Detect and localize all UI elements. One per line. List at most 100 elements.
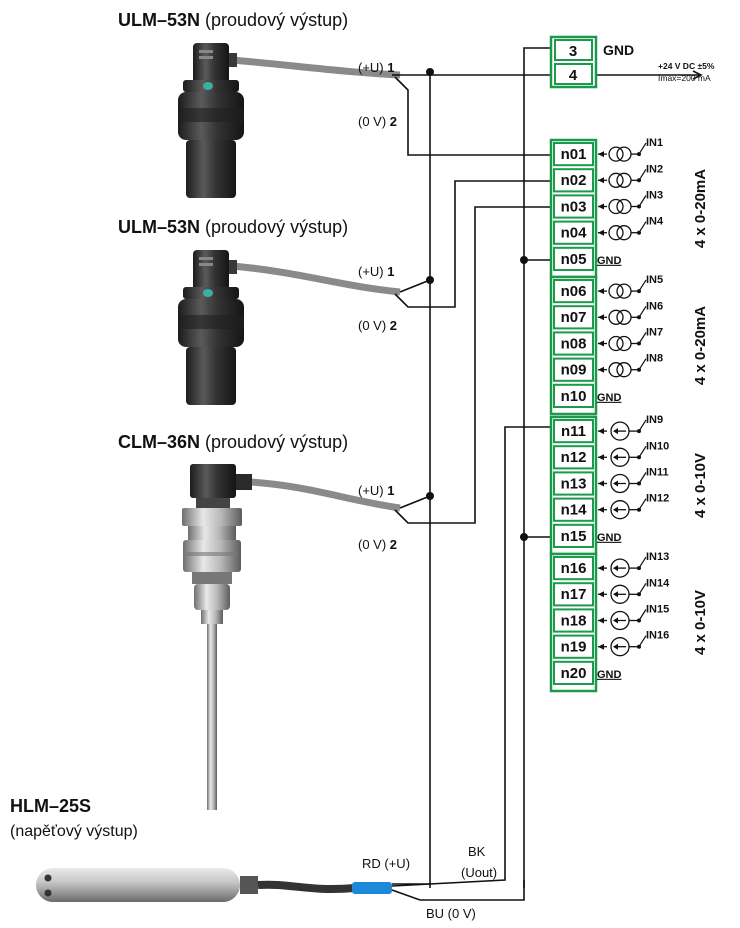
arrow-left-icon bbox=[598, 643, 604, 650]
terminal-cell bbox=[553, 142, 594, 167]
power-gnd-label: GND bbox=[603, 42, 634, 58]
terminal-cell bbox=[553, 168, 594, 193]
current-source-icon bbox=[608, 309, 624, 325]
sensor-hlm: HLM–25S (napěťový výstup) RD (+U) BK (Uo… bbox=[10, 796, 497, 921]
sensor-1-zero-label: (0 V) 2 bbox=[358, 114, 397, 129]
terminal-cell bbox=[553, 582, 594, 607]
terminal-label-n04: n04 bbox=[561, 225, 588, 242]
input-symbol-IN11: IN11 bbox=[598, 467, 669, 494]
current-source-icon bbox=[608, 283, 624, 299]
terminal-label-n07: n07 bbox=[561, 309, 587, 326]
input-symbol-IN2: IN2 bbox=[598, 163, 663, 188]
wires bbox=[391, 47, 703, 901]
sensor-3-cable bbox=[249, 478, 401, 512]
terminal-label-n19: n19 bbox=[561, 639, 587, 656]
terminal-label-n15: n15 bbox=[561, 528, 587, 545]
hlm-bk-sub: (Uout) bbox=[461, 865, 497, 880]
sensor-2-connector bbox=[193, 250, 229, 290]
input-symbol-IN7: IN7 bbox=[598, 327, 663, 352]
input-label: IN10 bbox=[646, 440, 669, 452]
current-source-icon bbox=[608, 146, 624, 162]
current-source-icon bbox=[608, 335, 624, 352]
input-symbol-IN13: IN13 bbox=[598, 551, 669, 578]
input-symbol-IN12: IN12 bbox=[598, 493, 669, 520]
terminal-cell bbox=[553, 556, 594, 581]
power-supply-label: +24 V DC ±5% bbox=[658, 61, 715, 71]
input-label: IN11 bbox=[646, 467, 669, 479]
input-label: IN13 bbox=[646, 551, 669, 563]
terminal-label-n16: n16 bbox=[561, 560, 587, 577]
terminal-cell bbox=[553, 523, 594, 548]
group-label: 4 x 0-20mA bbox=[692, 169, 709, 248]
input-label: IN12 bbox=[646, 493, 669, 505]
terminal-label-n17: n17 bbox=[561, 586, 587, 603]
sensor-3-plus-label: (+U) 1 bbox=[358, 483, 395, 498]
sensor-clm: CLM–36N (proudový výstup) (+U) 1 (0 V) 2 bbox=[118, 432, 401, 810]
current-source-icon bbox=[608, 198, 624, 215]
wire-hlm-bu bbox=[391, 880, 525, 901]
input-label: IN9 bbox=[646, 414, 663, 426]
input-symbol-IN1: IN1 bbox=[598, 137, 663, 162]
input-symbol-IN5: IN5 bbox=[598, 274, 663, 299]
power-terminals: 3 4 GND +24 V DC ±5% Imax=200 mA bbox=[549, 35, 715, 89]
hlm-blue-sleeve bbox=[352, 882, 392, 894]
gnd-label: GND bbox=[597, 392, 622, 404]
terminal-cell bbox=[553, 445, 594, 470]
arrow-left-icon bbox=[598, 314, 604, 321]
sensor-3-zero-label: (0 V) 2 bbox=[358, 537, 397, 552]
arrow-left-icon bbox=[598, 177, 604, 184]
terminal-label-n13: n13 bbox=[561, 475, 587, 492]
wire-s1-out bbox=[394, 76, 553, 156]
terminal-cell bbox=[553, 305, 594, 330]
sensor-1-title: ULM–53N (proudový výstup) bbox=[118, 10, 348, 30]
group-label: 4 x 0-10V bbox=[692, 453, 709, 518]
terminal-4: 4 bbox=[569, 67, 578, 84]
arrow-left-icon bbox=[598, 203, 604, 210]
group-label: 4 x 0-10V bbox=[692, 590, 709, 655]
gnd-label: GND bbox=[597, 255, 622, 267]
input-label: IN16 bbox=[646, 630, 669, 642]
wire-gnd-bus bbox=[523, 47, 553, 888]
hlm-title: HLM–25S bbox=[10, 796, 91, 816]
terminal-cell bbox=[553, 194, 594, 219]
arrow-left-icon bbox=[598, 288, 604, 295]
terminal-label-n11: n11 bbox=[561, 423, 586, 440]
input-label: IN4 bbox=[646, 216, 664, 228]
terminal-label-n20: n20 bbox=[561, 665, 587, 682]
terminal-label-n03: n03 bbox=[561, 198, 587, 215]
hlm-bk-label: BK bbox=[468, 844, 486, 859]
sensor-2-title: ULM–53N (proudový výstup) bbox=[118, 217, 348, 237]
current-source-icon bbox=[608, 225, 624, 241]
terminal-cell bbox=[553, 471, 594, 496]
input-label: IN5 bbox=[646, 274, 663, 286]
terminal-cell bbox=[553, 331, 594, 356]
input-label: IN8 bbox=[646, 353, 663, 365]
sensor-3-connector bbox=[190, 464, 236, 498]
terminal-cell bbox=[553, 660, 594, 685]
arrow-left-icon bbox=[598, 428, 604, 435]
terminal-cell bbox=[553, 497, 594, 522]
sensor-3-rod bbox=[207, 624, 217, 810]
input-symbol-IN10: IN10 bbox=[598, 440, 669, 467]
terminal-label-n09: n09 bbox=[561, 362, 587, 379]
arrow-left-icon bbox=[598, 340, 604, 347]
sensor-2-cable bbox=[231, 262, 401, 296]
terminal-label-n05: n05 bbox=[561, 251, 587, 268]
wire-s2-out bbox=[394, 180, 553, 308]
junctions bbox=[426, 68, 528, 541]
input-symbol-IN15: IN15 bbox=[598, 604, 669, 631]
sensor-ulm-2: ULM–53N (proudový výstup) (+U) 1 (0 V) 2 bbox=[118, 217, 401, 405]
input-symbol-IN14: IN14 bbox=[598, 577, 670, 604]
terminal-cell bbox=[553, 357, 594, 382]
input-label: IN1 bbox=[646, 137, 663, 149]
terminal-label-n08: n08 bbox=[561, 335, 587, 352]
input-label: IN3 bbox=[646, 190, 663, 202]
arrow-left-icon bbox=[598, 506, 604, 513]
arrow-left-icon bbox=[598, 151, 604, 158]
terminal-label-n14: n14 bbox=[561, 502, 588, 519]
gnd-label: GND bbox=[597, 669, 622, 681]
